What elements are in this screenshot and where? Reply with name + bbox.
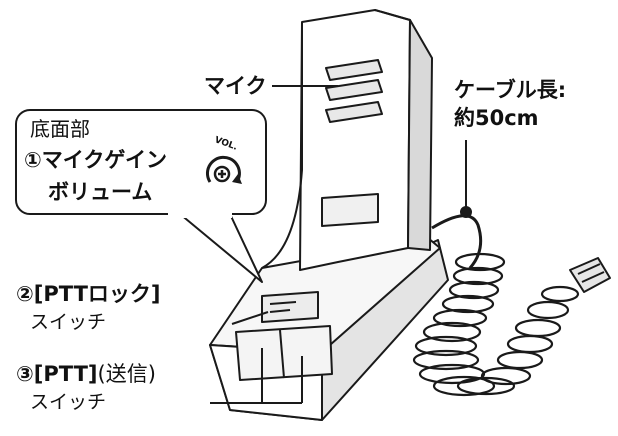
tower-front bbox=[299, 9, 411, 271]
gain-label-line2: ボリューム bbox=[48, 180, 153, 204]
rotate-plus-icon bbox=[205, 155, 242, 184]
front-recess bbox=[321, 193, 379, 227]
grille-slat-2 bbox=[325, 79, 383, 101]
callout-gap-cover bbox=[168, 212, 232, 218]
gain-label-line1: ①マイクゲイン bbox=[24, 148, 167, 172]
leader-ptt-lock bbox=[231, 311, 269, 325]
ptt-sub: スイッチ bbox=[30, 391, 107, 413]
cable-length-label-line1: ケーブル長: bbox=[454, 78, 567, 102]
ptt-title-paren: (送信) bbox=[97, 362, 156, 386]
ptt-lock-sub: スイッチ bbox=[30, 311, 107, 333]
ptt-lock-title: ②[PTTロック] bbox=[16, 282, 161, 306]
ptt-title: ③[PTT](送信) bbox=[16, 362, 156, 386]
cable-length-label-line2: 約50cm bbox=[454, 106, 539, 130]
grille-slat-1 bbox=[325, 59, 383, 81]
cable bbox=[431, 214, 483, 269]
grille-slat-3 bbox=[325, 101, 383, 123]
ptt-switch bbox=[235, 325, 333, 381]
ptt-title-bracket: ③[PTT] bbox=[16, 362, 98, 386]
bottom-label: 底面部 bbox=[30, 117, 90, 141]
mic-label: マイク bbox=[204, 74, 267, 98]
ptt-lock-area bbox=[261, 291, 319, 323]
connector-plug bbox=[569, 257, 611, 293]
callout-pointer bbox=[179, 213, 263, 283]
tower-side bbox=[374, 9, 433, 251]
bottom-callout-box bbox=[15, 109, 267, 215]
coiled-cable bbox=[412, 252, 580, 397]
